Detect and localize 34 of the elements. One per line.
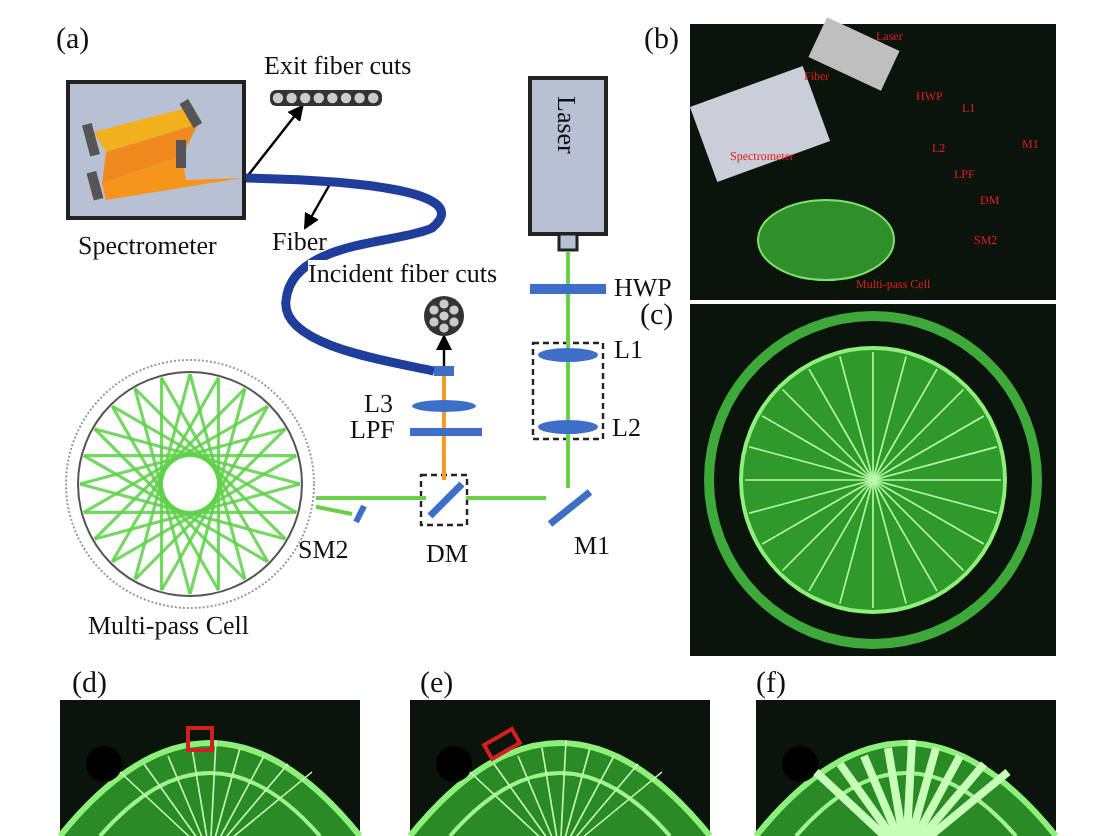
optic-label: SM2 bbox=[298, 536, 349, 564]
optic-label: L3 bbox=[364, 390, 393, 418]
optic-label: LPF bbox=[350, 416, 395, 444]
beam-path bbox=[566, 252, 570, 284]
beam-path bbox=[566, 294, 570, 348]
leader-line bbox=[303, 183, 332, 230]
arrow bbox=[436, 334, 452, 366]
beam-path bbox=[442, 376, 446, 400]
beam-path bbox=[316, 496, 426, 501]
arrow bbox=[245, 104, 304, 179]
beam-path bbox=[566, 362, 570, 420]
beam-path bbox=[315, 504, 353, 516]
panel-letter: (f) bbox=[756, 668, 786, 700]
optic-label: DM bbox=[426, 540, 468, 568]
panel-letter: (d) bbox=[72, 668, 107, 700]
optic-label: L2 bbox=[612, 414, 641, 442]
panel-letter: (a) bbox=[56, 24, 90, 56]
beam-path bbox=[441, 436, 446, 480]
beam-path bbox=[466, 496, 546, 500]
optic-label: HWP bbox=[614, 274, 672, 302]
beam-path bbox=[441, 411, 446, 429]
optic-label: L1 bbox=[614, 336, 643, 364]
optic-label: M1 bbox=[574, 532, 611, 560]
optical-fiber bbox=[245, 173, 446, 376]
bundle-label: Incident fiber cuts bbox=[308, 260, 498, 288]
panel-letter: (e) bbox=[420, 668, 454, 700]
instrument-label: Spectrometer bbox=[78, 232, 217, 260]
bundle-label: Exit fiber cuts bbox=[264, 52, 412, 80]
fiber-label: Fiber bbox=[272, 228, 327, 256]
cell-label: Multi-pass Cell bbox=[88, 612, 250, 640]
laser-label: Laser bbox=[552, 96, 580, 154]
beam-path bbox=[566, 434, 570, 488]
panel-letter: (c) bbox=[640, 300, 674, 332]
panel-letter: (b) bbox=[644, 24, 679, 56]
